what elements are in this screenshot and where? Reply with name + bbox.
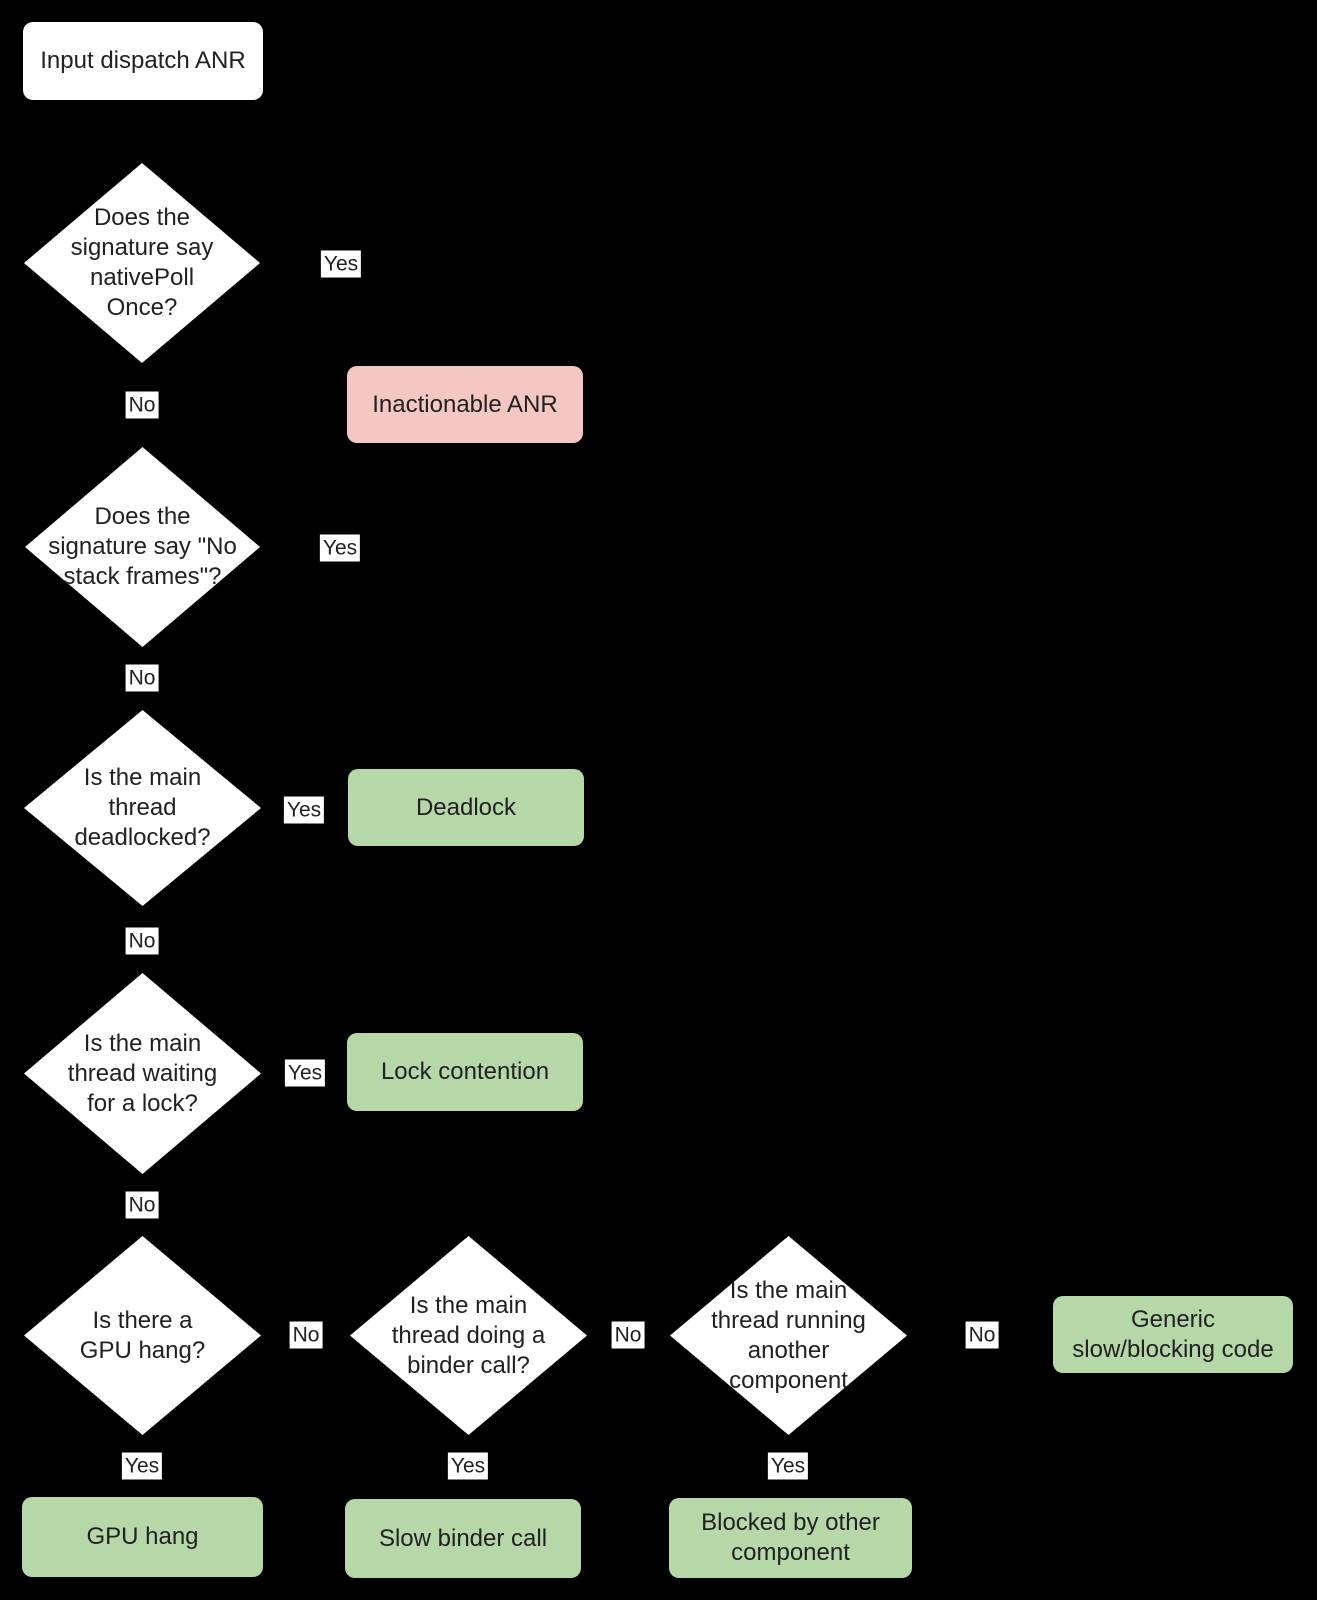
edge-label-yes-gpu-hang: Yes: [121, 1452, 163, 1480]
label-line: thread doing a: [391, 1321, 546, 1349]
label-line: Is the main: [409, 1291, 528, 1319]
label-line: Blocked by other: [701, 1509, 880, 1536]
diamond-shape: [670, 1236, 907, 1435]
label-line: GPU hang?: [79, 1336, 206, 1364]
label-line: deadlocked?: [74, 824, 211, 851]
start-input-dispatch-anr-label: Input dispatch ANR: [40, 46, 245, 76]
terminal-gpu-hang-label: GPU hang: [86, 1522, 198, 1552]
label-line: Is the main: [83, 1029, 202, 1057]
diamond-shape: [24, 1236, 261, 1435]
edge-label-no-nativepollonce: No: [125, 391, 159, 419]
label-line: signature say "No: [48, 533, 237, 560]
label-line: Does the: [93, 204, 191, 231]
edge-label-yes-binder-call: Yes: [447, 1452, 489, 1480]
label-line: thread waiting: [67, 1059, 218, 1087]
label-line: Once?: [106, 294, 178, 321]
decision-deadlocked: Is the main thread deadlocked?: [24, 710, 261, 906]
label-line: Inactionable ANR: [372, 390, 558, 418]
diamond-shape: [24, 163, 260, 363]
terminal-slow-binder-call: Slow binder call: [345, 1499, 581, 1578]
label-line: component: [729, 1366, 848, 1394]
label-line: Lock contention: [380, 1058, 550, 1085]
terminal-inactionable-anr: Inactionable ANR: [347, 366, 583, 443]
label-line: slow/blocking code: [1072, 1335, 1274, 1363]
terminal-gpu-hang: GPU hang: [22, 1497, 263, 1577]
edge-label-no-gpu-hang: No: [289, 1321, 323, 1349]
decision-no-stack-frames: Does the signature say "No stack frames"?: [25, 447, 260, 647]
label-line: thread: [108, 794, 177, 821]
diamond-shape: [25, 447, 260, 647]
label-line: Input dispatch ANR: [40, 47, 246, 74]
diamond-shape: [350, 1236, 587, 1435]
edge-label-yes-deadlocked: Yes: [283, 796, 325, 824]
terminal-blocked-by-other: Blocked by other component: [669, 1498, 912, 1578]
label-line: nativePoll: [89, 264, 195, 291]
edge-label-yes-nativepollonce: Yes: [320, 250, 362, 278]
terminal-lock-contention-label: Lock contention: [381, 1057, 549, 1087]
label-line: Generic: [1130, 1305, 1216, 1333]
terminal-blocked-by-other-label: Blocked by other component: [701, 1508, 880, 1568]
label-line: another: [747, 1336, 830, 1364]
edge-label-no-no-stack-frames: No: [125, 664, 159, 692]
edge-label-yes-other-component: Yes: [767, 1452, 809, 1480]
label-line: Is there a: [92, 1306, 193, 1334]
label-line: Deadlock: [415, 793, 517, 821]
edge-label-no-binder-call: No: [611, 1321, 645, 1349]
edge-label-no-other-component: No: [965, 1321, 999, 1349]
label-line: for a lock?: [87, 1089, 198, 1117]
label-line: component: [731, 1539, 850, 1566]
label-line: Is the main: [729, 1276, 848, 1304]
label-line: Does the: [94, 503, 191, 530]
label-line: thread running: [711, 1306, 866, 1334]
edge-label-no-waiting-lock: No: [125, 1191, 159, 1219]
start-input-dispatch-anr: Input dispatch ANR: [23, 22, 263, 100]
terminal-deadlock-label: Deadlock: [416, 793, 516, 823]
label-line: stack frames"?: [63, 563, 222, 590]
label-line: GPU hang: [86, 1523, 199, 1550]
terminal-slow-binder-call-label: Slow binder call: [379, 1524, 547, 1554]
label-line: binder call?: [407, 1351, 530, 1379]
edge-label-yes-waiting-lock: Yes: [284, 1059, 326, 1087]
diamond-shape: [24, 973, 261, 1174]
terminal-lock-contention: Lock contention: [347, 1033, 583, 1111]
label-line: Slow binder call: [378, 1524, 548, 1552]
edge-label-no-deadlocked: No: [125, 927, 159, 955]
terminal-inactionable-anr-label: Inactionable ANR: [372, 390, 557, 420]
label-line: Is the main: [83, 764, 202, 791]
edge-label-yes-no-stack-frames: Yes: [319, 534, 361, 562]
decision-deadlocked-label: Is the main thread deadlocked?: [74, 763, 210, 853]
diamond-shape: [24, 710, 261, 906]
decision-no-stack-frames-label: Does the signature say "No stack frames"?: [48, 502, 237, 592]
terminal-deadlock: Deadlock: [348, 769, 584, 846]
label-line: signature say: [70, 234, 214, 261]
